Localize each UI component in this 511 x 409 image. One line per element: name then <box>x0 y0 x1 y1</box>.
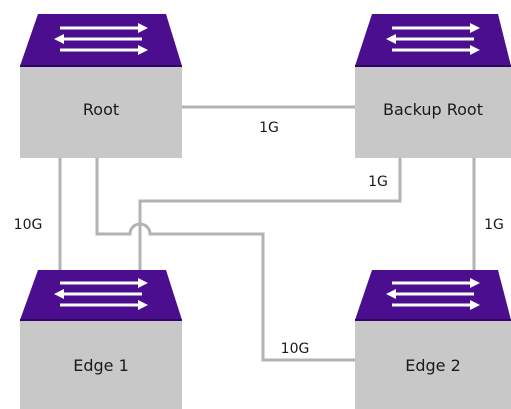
switch-body <box>355 66 511 158</box>
link-label-backup-edge1: 1G <box>368 174 388 190</box>
network-switch-icon <box>355 270 511 321</box>
network-switch-icon <box>20 270 182 321</box>
network-switch-icon <box>20 14 182 67</box>
switch-edge2: Edge 2 <box>355 270 511 409</box>
switch-body <box>20 66 182 158</box>
network-switch-icon <box>355 14 511 67</box>
node-label-edge1: Edge 1 <box>73 356 129 375</box>
switch-body <box>355 320 511 409</box>
node-label-edge2: Edge 2 <box>405 356 461 375</box>
node-label-root: Root <box>83 100 119 119</box>
link-label-backup-edge2: 1G <box>484 217 504 233</box>
switch-backup-root: Backup Root <box>355 14 511 158</box>
switch-body <box>20 320 182 409</box>
node-label-backup-root: Backup Root <box>383 100 483 119</box>
link-label-root-backup: 1G <box>259 120 279 136</box>
link-backup-edge1 <box>138 158 402 272</box>
link-label-root-edge2: 10G <box>281 341 310 357</box>
switch-edge1: Edge 1 <box>20 270 182 409</box>
switch-root: Root <box>20 14 182 158</box>
link-label-root-edge1: 10G <box>14 217 43 233</box>
